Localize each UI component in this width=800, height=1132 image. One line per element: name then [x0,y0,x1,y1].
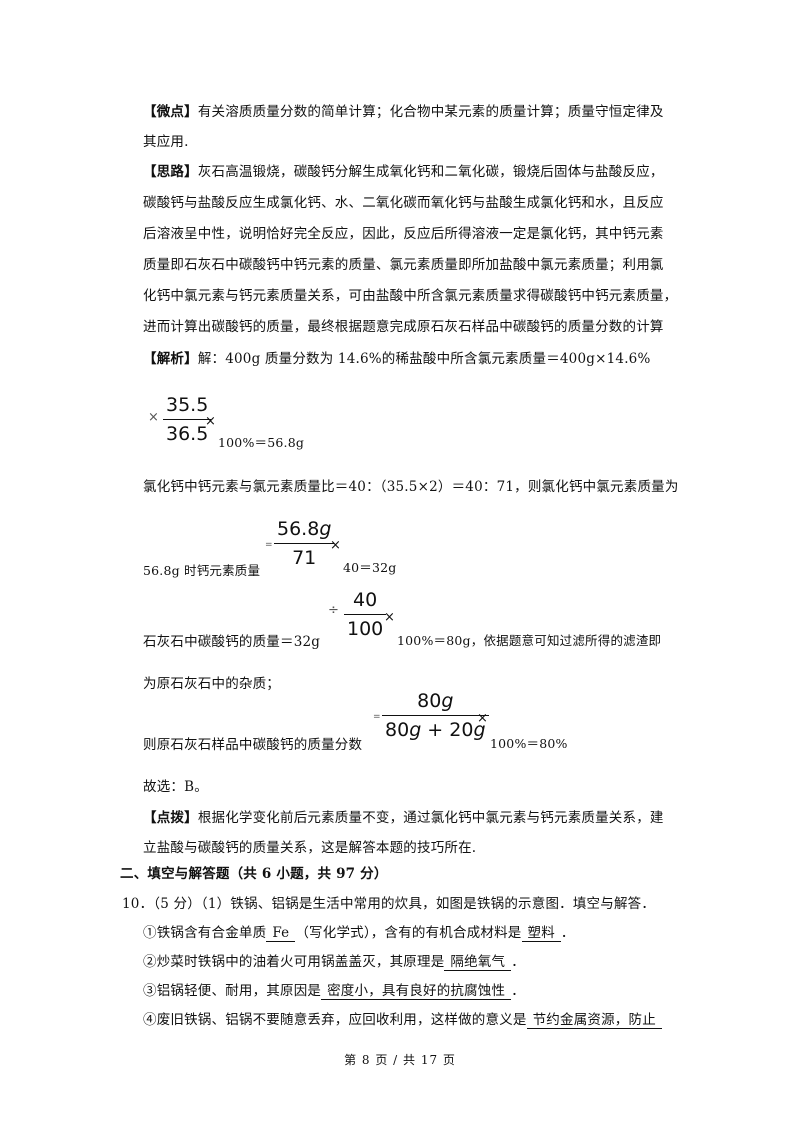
calc-result-ca-mass: 40＝32g [343,560,397,575]
silu-line-2: 碳酸钙与盐酸反应生成氯化钙、水、二氧化碳而氧化钙与盐酸生成氯化钙和水，且反应 [143,195,664,211]
fraction-mass-fraction-numerator: 80g [382,690,489,715]
fraction-cl-ratio-numerator: 35.5 [166,394,209,416]
fraction-cl-ratio: 35.5 36.5 [163,394,212,445]
q10-subquestion-2: ②炒菜时铁锅中的油着火可用锅盖盖灭，其原理是隔绝氧气． [143,950,525,971]
q10-s4-answer: 节约金属资源，防止 [526,1013,662,1029]
section-heading: 二、填空与解答题（共 6 小题，共 97 分） [120,866,388,882]
q10-s1-text-b: （写化学式），含有的有机合成材料是 [295,925,522,941]
divide-sign: ÷ [328,603,339,618]
jiexi-text-1: 解：400g 质量分数为 14.6%的稀盐酸中所含氯元素质量＝400g×14.6… [197,351,651,367]
equals-sign-2: = [373,712,381,722]
times-sign-1: × [148,410,159,425]
q10-subquestion-3: ③铝锅轻便、耐用，其原因是密度小，具有良好的抗腐蚀性． [143,979,525,1000]
fraction-bar [274,543,335,544]
question-10-stem: 10．（5 分）（1）铁锅、铝锅是生活中常用的炊具，如图是铁锅的示意图．填空与解… [122,896,656,912]
silu-line-1: 【思路】灰石高温锻烧，碳酸钙分解生成氧化钙和二氧化碳，锻烧后固体与盐酸反应， [143,160,664,180]
jiexi-line-5-prefix: 石灰石中碳酸钙的质量＝32g [143,634,321,650]
silu-line-3: 后溶液呈中性，说明恰好完全反应，因此，反应后所得溶液一定是氯化钙，其中钙元素 [143,226,664,242]
weidian-line-2: 其应用. [143,134,189,150]
calc-result-caco3-mass: 100%＝80g，依据题意可知过滤所得的滤渣即 [397,630,661,649]
fraction-bar [163,419,212,420]
fraction-ca-in-caco3: 40 100 [344,589,387,640]
fraction-ca-mass-num-value: 56.8 [277,518,320,540]
fraction-mass-fraction-denominator: 80g + 20g [382,716,489,741]
silu-tag: 【思路】 [143,164,198,180]
jiexi-line-4-prefix: 56.8g 时钙元素质量 [143,563,261,578]
fraction-ca-mass: 56.8g 71 [274,518,335,569]
calc-result-mass-fraction: 100%＝80% [490,736,568,751]
q10-s3-text-a: ③铝锅轻便、耐用，其原因是 [143,983,322,999]
q10-s2-text-a: ②炒菜时铁锅中的油着火可用锅盖盖灭，其原理是 [143,954,445,970]
times-sign-5: × [477,711,488,726]
weidian-line-1: 【微点】有关溶质质量分数的简单计算；化合物中某元素的质量计算；质量守恒定律及 [143,100,664,120]
jiexi-line-1: 【解析】解：400g 质量分数为 14.6%的稀盐酸中所含氯元素质量＝400g×… [143,347,651,367]
silu-line-4: 质量即石灰石中碳酸钙中钙元素的质量、氯元素质量即所加盐酸中氯元素质量；利用氯 [143,257,664,273]
calc-result-caco3-text: 100%＝80g，依据题意可知过滤所得的滤渣即 [397,633,662,648]
fraction-ca-mass-num-unit: g [319,518,332,540]
weidian-tag: 【微点】 [143,104,198,120]
fraction-mf-num-value: 80 [417,690,442,712]
equals-sign-1: = [265,540,273,550]
q10-s1-text-a: ①铁锅含有合金单质 [143,925,267,941]
dianbo-line-1: 【点拨】根据化学变化前后元素质量不变，通过氯化钙中氯元素与钙元素质量关系，建 [143,806,664,826]
weidian-text-1: 有关溶质质量分数的简单计算；化合物中某元素的质量计算；质量守恒定律及 [197,104,664,120]
fraction-mass-fraction: 80g 80g + 20g [382,690,489,741]
fraction-ca-in-caco3-numerator: 40 [353,589,378,611]
times-sign-2: × [205,414,216,429]
fraction-mf-den-plus: + 20 [421,719,474,741]
fraction-mf-den-a: 80 [385,719,410,741]
fraction-mf-den-b-unit: g [473,719,486,741]
fraction-ca-mass-denominator: 71 [292,547,317,569]
jiexi-line-3: 氯化钙中钙元素与氯元素质量比＝40：（35.5×2）＝40：71，则氯化钙中氯元… [143,479,679,495]
dianbo-text-1: 根据化学变化前后元素质量不变，通过氯化钙中氯元素与钙元素质量关系，建 [197,810,664,826]
silu-line-6: 进而计算出碳酸钙的质量，最终根据题意完成原石灰石样品中碳酸钙的质量分数的计算 [143,319,664,335]
times-sign-4: × [384,610,395,625]
fraction-bar [344,614,387,615]
jiexi-line-6: 为原石灰石中的杂质； [143,676,280,692]
fraction-ca-mass-numerator: 56.8g [274,518,334,543]
jiexi-tag: 【解析】 [143,351,198,367]
dianbo-tag: 【点拨】 [143,810,198,826]
page-footer: 第 8 页 / 共 17 页 [344,1053,456,1067]
q10-s2-answer: 隔绝氧气 [444,955,512,971]
calc-result-cl-mass: 100%＝56.8g [218,435,305,450]
fraction-mf-den-a-unit: g [409,719,422,741]
fraction-cl-ratio-denominator: 36.5 [166,423,209,445]
q10-s2-text-c: ． [511,954,525,970]
answer-line: 故选：B。 [143,779,208,795]
fraction-ca-in-caco3-denominator: 100 [347,618,384,640]
q10-s3-text-c: ． [511,983,525,999]
q10-s3-answer: 密度小，具有良好的抗腐蚀性 [321,984,512,1000]
q10-s4-text-a: ④废旧铁锅、铝锅不要随意丢弃，应回收利用，这样做的意义是 [143,1012,527,1028]
q10-s1-answer-fe: Fe [266,926,296,942]
times-sign-3: × [330,538,341,553]
silu-line-5: 化钙中氯元素与钙元素质量关系，可由盐酸中所含氯元素质量求得碳酸钙中钙元素质量， [143,288,678,304]
q10-s1-text-c: ． [560,925,575,941]
q10-subquestion-4: ④废旧铁锅、铝锅不要随意丢弃，应回收利用，这样做的意义是节约金属资源，防止 [143,1008,662,1029]
jiexi-line-7-prefix: 则原石灰石样品中碳酸钙的质量分数 [143,737,363,753]
fraction-bar [382,715,489,716]
fraction-mf-num-unit: g [441,690,454,712]
dianbo-line-2: 立盐酸与碳酸钙的质量关系，这是解答本题的技巧所在. [143,840,477,856]
silu-text-1: 灰石高温锻烧，碳酸钙分解生成氧化钙和二氧化碳，锻烧后固体与盐酸反应， [197,164,664,180]
q10-s1-answer-plastic: 塑料 [521,926,561,942]
